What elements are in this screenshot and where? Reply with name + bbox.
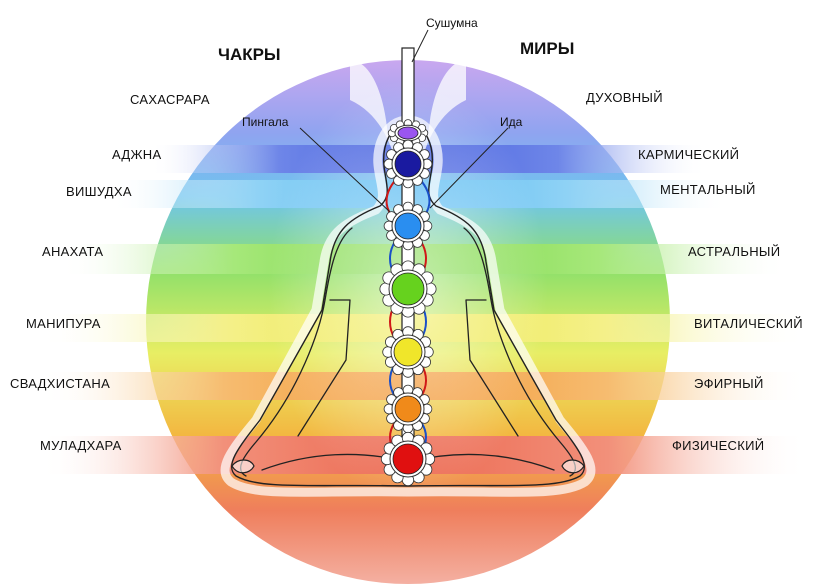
ida-label: Ида — [500, 115, 523, 129]
chakra-label-muladhara: МУЛАДХАРА — [40, 438, 122, 453]
chakra-core — [395, 213, 421, 239]
world-label-vital: ВИТАЛИЧЕСКИЙ — [694, 316, 803, 331]
chakra-core — [394, 338, 422, 366]
chakras-header: ЧАКРЫ — [218, 45, 281, 64]
world-label-physical: ФИЗИЧЕСКИЙ — [672, 438, 764, 453]
chakra-core — [395, 396, 421, 422]
chakra-label-vishuddha: ВИШУДХА — [66, 184, 132, 199]
chakra-core — [398, 127, 418, 139]
chakra-core — [393, 444, 423, 474]
worlds-header: МИРЫ — [520, 39, 574, 58]
world-label-spiritual: ДУХОВНЫЙ — [586, 90, 663, 105]
world-label-astral: АСТРАЛЬНЫЙ — [688, 244, 780, 259]
sushumna-label: Сушумна — [426, 16, 478, 30]
pingala-label: Пингала — [242, 115, 289, 129]
world-label-etheric: ЭФИРНЫЙ — [694, 376, 764, 391]
chakra-label-anahata: АНАХАТА — [42, 244, 103, 259]
chakra-core — [392, 273, 424, 305]
sushumna-pointer — [412, 30, 428, 62]
chakra-label-sahasrara: САХАСРАРА — [130, 92, 210, 107]
world-label-karmic: КАРМИЧЕСКИЙ — [638, 147, 739, 162]
chakra-label-manipura: МАНИПУРА — [26, 316, 101, 331]
chakra-label-svadhisthana: СВАДХИСТАНА — [10, 376, 110, 391]
world-label-mental: МЕНТАЛЬНЫЙ — [660, 182, 756, 197]
chakra-label-ajna: АДЖНА — [112, 147, 161, 162]
chakra-core — [395, 151, 421, 177]
